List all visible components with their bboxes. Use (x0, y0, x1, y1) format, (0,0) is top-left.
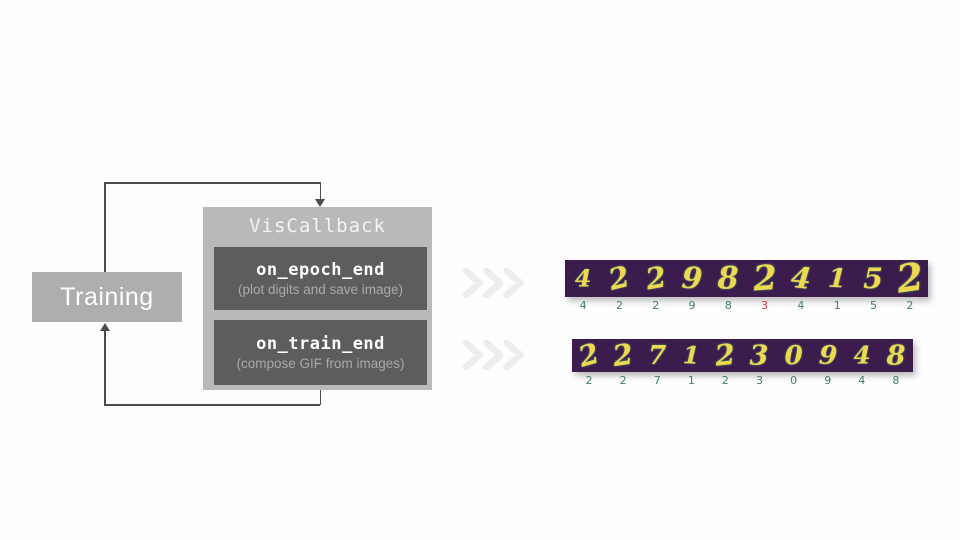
handwritten-digit: 8 (886, 339, 906, 372)
prediction-label: 9 (824, 374, 832, 387)
prediction-label: 3 (761, 299, 769, 312)
digit-cell: 2 (746, 257, 782, 299)
prediction-label: 2 (585, 374, 593, 387)
handwritten-digit: 4 (574, 264, 592, 293)
digit-cell: 4 (565, 260, 601, 297)
prediction-row: 4 2 2 9 8 3 4 1 5 2 (565, 299, 928, 312)
prediction-label: 2 (619, 374, 627, 387)
handwritten-digit: 7 (648, 340, 667, 371)
method-box-on-train-end: on_train_end (compose GIF from images) (214, 320, 427, 385)
digit-cell: 0 (777, 339, 811, 372)
handwritten-digit: 9 (817, 339, 838, 372)
digit-cell: 1 (819, 260, 855, 297)
digit-cell: 4 (783, 260, 819, 297)
digit-cell: 9 (811, 339, 845, 372)
prediction-label: 2 (906, 299, 914, 312)
down-arrowhead-icon (315, 199, 325, 207)
prediction-label: 1 (687, 374, 695, 387)
digit-cell: 8 (879, 339, 913, 372)
handwritten-digit: 2 (575, 337, 603, 374)
handwritten-digit: 2 (605, 259, 634, 297)
handwritten-digit: 2 (751, 257, 778, 299)
viscallback-box: VisCallback on_epoch_end (plot digits an… (203, 207, 432, 390)
digit-cell: 2 (572, 337, 606, 374)
prediction-label: 3 (756, 374, 764, 387)
prediction-label: 9 (688, 299, 696, 312)
digit-cell: 2 (892, 253, 928, 302)
method-desc: (plot digits and save image) (237, 282, 404, 297)
prediction-label: 7 (653, 374, 661, 387)
prediction-label: 8 (892, 374, 900, 387)
digit-cell: 2 (601, 259, 637, 297)
triple-chevron-right-icon (462, 267, 524, 299)
prediction-label: 2 (652, 299, 660, 312)
digit-cell: 2 (638, 260, 674, 297)
method-name: on_epoch_end (256, 260, 385, 280)
handwritten-digit: 2 (713, 338, 738, 373)
digit-cell: 9 (674, 260, 710, 297)
training-box: Training (32, 272, 182, 322)
handwritten-digit: 4 (789, 260, 813, 296)
prediction-label: 4 (858, 374, 866, 387)
triple-chevron-right-icon (462, 339, 524, 371)
digit-cell: 5 (855, 260, 891, 297)
flow-line-left-return (104, 331, 106, 405)
prediction-label: 8 (724, 299, 732, 312)
digit-cell: 7 (640, 339, 674, 372)
flow-line-into-callback (319, 182, 321, 200)
prediction-label: 1 (833, 299, 841, 312)
handwritten-digit: 5 (863, 261, 884, 295)
prediction-label: 4 (579, 299, 587, 312)
digit-cell: 4 (845, 339, 879, 372)
handwritten-digit: 2 (893, 253, 927, 302)
handwritten-digit: 8 (717, 260, 739, 296)
flow-line-bottom (104, 404, 320, 406)
up-arrowhead-icon (100, 323, 110, 331)
viscallback-title: VisCallback (249, 215, 386, 237)
method-box-on-epoch-end: on_epoch_end (plot digits and save image… (214, 247, 427, 310)
handwritten-digit: 2 (610, 337, 636, 374)
digit-cell: 3 (742, 339, 776, 372)
prediction-label: 5 (870, 299, 878, 312)
digit-cell: 1 (674, 339, 708, 372)
flow-line-out-of-callback (319, 390, 321, 405)
digit-cell: 2 (708, 338, 742, 373)
method-name: on_train_end (256, 334, 385, 354)
handwritten-digit: 9 (680, 259, 704, 297)
method-desc: (compose GIF from images) (236, 356, 405, 371)
digit-cell: 2 (606, 337, 640, 374)
prediction-label: 0 (790, 374, 798, 387)
handwritten-digit: 2 (642, 259, 669, 297)
handwritten-digit: 1 (682, 341, 701, 370)
flow-line-top (104, 182, 320, 184)
handwritten-digit: 4 (853, 341, 871, 370)
handwritten-digit: 1 (827, 262, 848, 294)
flow-line-left-up (104, 182, 106, 272)
handwritten-digit: 3 (750, 339, 770, 372)
handwritten-digit: 0 (784, 340, 803, 371)
prediction-label: 2 (615, 299, 623, 312)
prediction-label: 2 (721, 374, 729, 387)
prediction-label: 4 (797, 299, 805, 312)
digit-cell: 8 (710, 260, 746, 297)
training-label: Training (60, 282, 154, 311)
